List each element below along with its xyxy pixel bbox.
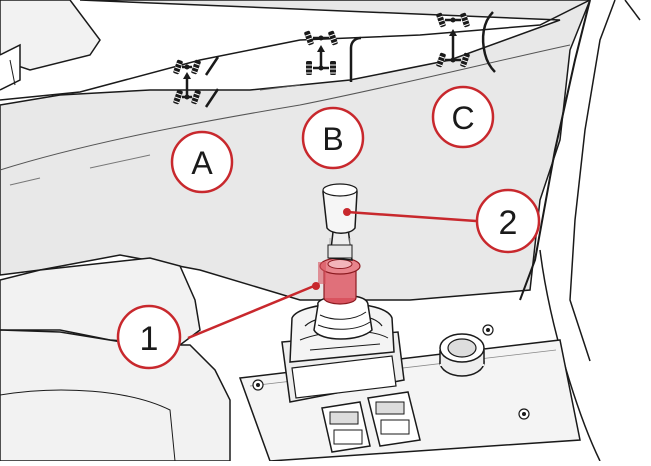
two-wheel-steer-icon xyxy=(303,29,362,82)
callout-1: 1 xyxy=(116,304,182,370)
mode-c-marker: C xyxy=(431,85,495,149)
callout-2-leader xyxy=(346,210,477,223)
callout-1-number: 1 xyxy=(140,320,159,358)
four-wheel-steer-icon xyxy=(435,11,496,73)
crab-steer-icon xyxy=(172,56,220,108)
plate-screw-icon xyxy=(252,324,530,420)
mode-a-label: A xyxy=(191,145,213,181)
rocker-switch-left[interactable] xyxy=(321,401,371,453)
mode-a-marker: A xyxy=(170,130,234,194)
joystick-collar[interactable] xyxy=(318,257,361,305)
callout-2: 2 xyxy=(475,188,541,254)
rocker-switch-right[interactable] xyxy=(367,391,421,447)
left-roof-panel xyxy=(0,0,101,71)
joystick-grip[interactable] xyxy=(322,183,358,261)
callout-2-number: 2 xyxy=(499,204,518,242)
round-push-button[interactable] xyxy=(439,333,485,377)
cab-floor xyxy=(0,0,591,301)
mode-b-label: B xyxy=(322,121,343,157)
callout-1-leader xyxy=(187,284,315,340)
mode-c-label: C xyxy=(451,100,474,136)
mode-b-marker: B xyxy=(301,106,365,170)
